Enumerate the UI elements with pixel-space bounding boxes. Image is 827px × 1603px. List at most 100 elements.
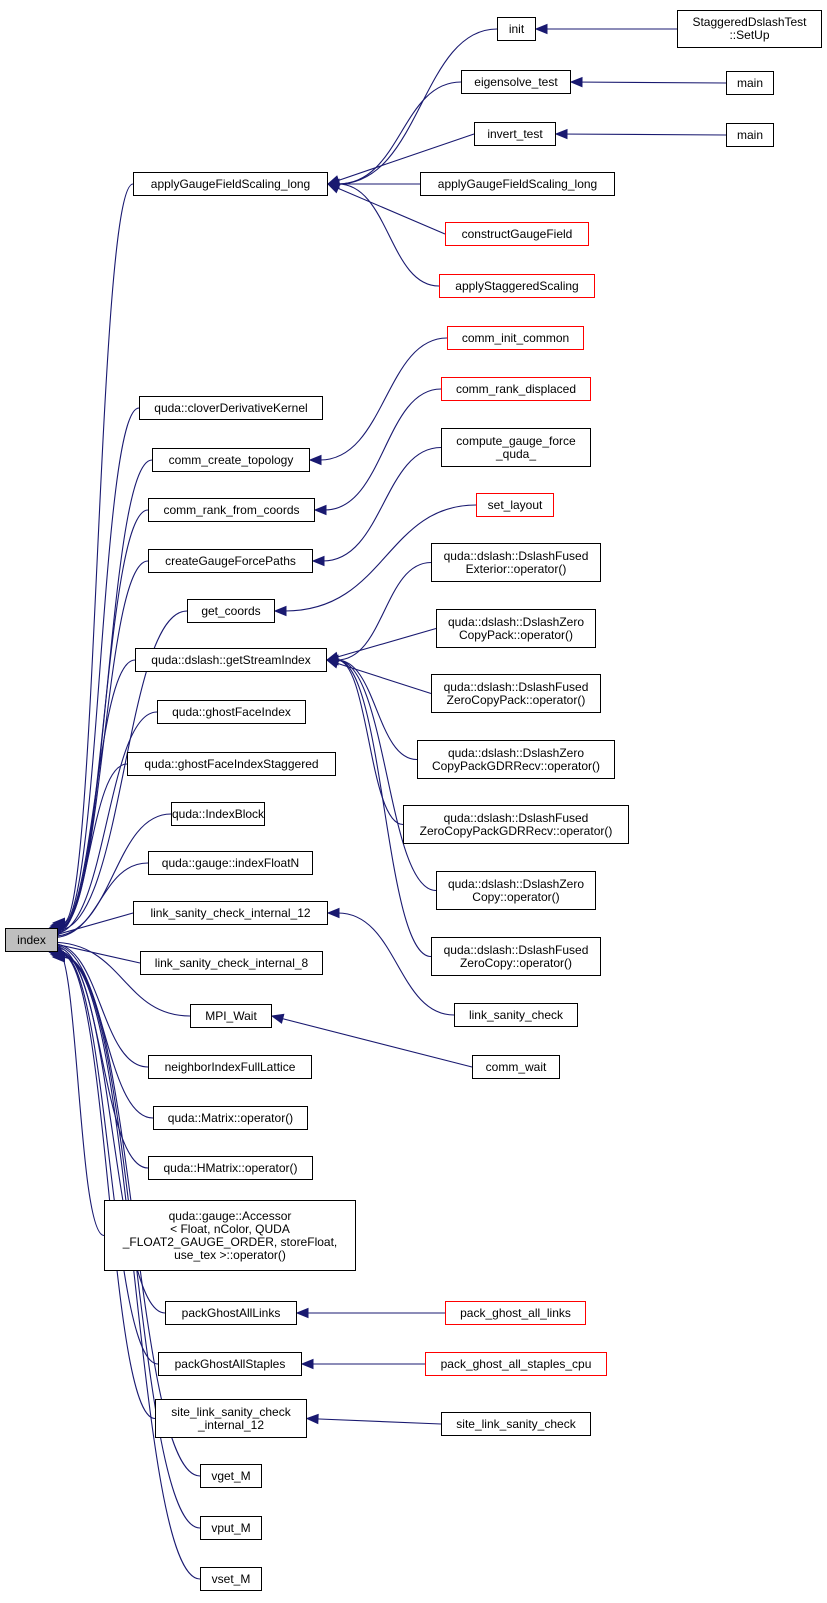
node-slsc[interactable]: site_link_sanity_check: [441, 1412, 591, 1436]
node-main2[interactable]: main: [726, 123, 774, 147]
edge-nifl-to-index: [52, 943, 149, 1068]
edge-pgal-to-index: [58, 950, 166, 1314]
node-pgal2[interactable]: pack_ghost_all_links: [445, 1301, 586, 1325]
edge-agfs-to-index: [63, 183, 134, 924]
edge-pgas-to-index: [59, 951, 159, 1365]
edge-eig-to-agfs: [337, 81, 462, 185]
node-gc[interactable]: get_coords: [187, 599, 275, 623]
edge-cdk-to-index: [62, 407, 140, 925]
edge-hmat-to-index: [55, 946, 149, 1169]
edge-gc-to-index: [57, 610, 188, 931]
node-sl[interactable]: set_layout: [476, 493, 554, 517]
edge-dzcpg-to-gsi: [336, 659, 418, 761]
node-gsi[interactable]: quda::dslash::getStreamIndex: [135, 648, 327, 672]
edge-mat-to-index: [54, 944, 154, 1119]
node-gfi[interactable]: quda::ghostFaceIndex: [157, 700, 306, 724]
edge-main1-to-eig: [570, 81, 727, 84]
node-cdk[interactable]: quda::cloverDerivativeKernel: [139, 396, 323, 420]
edge-mpiw-to-index: [51, 941, 191, 1017]
edge-sl-to-gc: [284, 504, 477, 612]
node-agfs[interactable]: applyGaugeFieldScaling_long: [133, 172, 328, 196]
node-dfzc[interactable]: quda::dslash::DslashFused ZeroCopy::oper…: [431, 937, 601, 976]
node-dfe[interactable]: quda::dslash::DslashFused Exterior::oper…: [431, 543, 601, 582]
arrowhead-sdt-to-init: [534, 23, 548, 35]
edge-cic-to-cct: [319, 337, 448, 461]
node-cgfp[interactable]: createGaugeForcePaths: [148, 549, 313, 573]
arrowhead-sl-to-gc: [273, 605, 287, 617]
edge-init-to-agfs: [337, 28, 498, 185]
arrowhead-main2-to-inv: [554, 128, 568, 140]
node-ass[interactable]: applyStaggeredScaling: [439, 274, 595, 298]
edge-gsi-to-index: [56, 659, 136, 933]
node-eig[interactable]: eigensolve_test: [461, 70, 571, 94]
arrowhead-crd-to-crfc: [313, 504, 327, 516]
edge-ib-to-index: [52, 813, 172, 937]
node-pgas[interactable]: packGhostAllStaples: [158, 1352, 302, 1376]
edge-dfe-to-gsi: [336, 561, 432, 661]
node-crd[interactable]: comm_rank_displaced: [441, 377, 591, 401]
arrowhead-pgal2-to-pgal: [295, 1307, 309, 1319]
node-hmat[interactable]: quda::HMatrix::operator(): [148, 1156, 313, 1180]
edge-dzc-to-gsi: [336, 659, 437, 892]
edge-inv-to-agfs: [327, 133, 475, 185]
node-mat[interactable]: quda::Matrix::operator(): [153, 1106, 308, 1130]
node-dzc[interactable]: quda::dslash::DslashZero Copy::operator(…: [436, 871, 596, 910]
edge-acc-to-index: [56, 948, 105, 1237]
arrowhead-cgforce-to-cgfp: [311, 555, 325, 567]
node-ib[interactable]: quda::IndexBlock: [171, 802, 265, 826]
arrowhead-main1-to-eig: [569, 76, 583, 88]
edge-slsc-to-slsci: [306, 1417, 442, 1425]
node-lsci8[interactable]: link_sanity_check_internal_8: [140, 951, 323, 975]
node-sdt[interactable]: StaggeredDslashTest ::SetUp: [677, 10, 822, 48]
edge-main2-to-inv: [555, 133, 727, 136]
node-slsci[interactable]: site_link_sanity_check _internal_12: [155, 1399, 307, 1438]
edge-dfzcpg-to-gsi: [336, 659, 404, 826]
node-lsc[interactable]: link_sanity_check: [454, 1003, 578, 1027]
node-cic[interactable]: comm_init_common: [447, 326, 584, 350]
edge-crd-to-crfc: [324, 388, 442, 511]
node-vput[interactable]: vput_M: [200, 1516, 262, 1540]
edge-gfi-to-index: [55, 711, 158, 934]
edge-dfzc-to-gsi: [336, 659, 432, 958]
arrowhead-cw-to-mpiw: [270, 1013, 285, 1024]
node-ifn[interactable]: quda::gauge::indexFloatN: [148, 851, 313, 875]
node-index: index: [5, 928, 58, 952]
node-dzcpg[interactable]: quda::dslash::DslashZero CopyPackGDRRecv…: [417, 740, 615, 779]
edge-cgf-to-agfs: [327, 183, 446, 235]
node-vset[interactable]: vset_M: [200, 1567, 262, 1591]
edge-lsc-to-lsci12: [337, 912, 455, 1016]
edge-ifn-to-index: [51, 862, 149, 939]
edge-dfzcp-to-gsi: [326, 659, 432, 695]
arrowhead-lsc-to-lsci12: [326, 907, 340, 919]
node-vget[interactable]: vget_M: [200, 1464, 262, 1488]
edge-slsci-to-index: [60, 953, 156, 1420]
arrowhead-slsc-to-slsci: [305, 1413, 319, 1425]
edge-gfis-to-index: [54, 763, 128, 936]
node-cgforce[interactable]: compute_gauge_force _quda_: [441, 428, 591, 467]
edge-cw-to-mpiw: [271, 1015, 473, 1068]
node-init[interactable]: init: [497, 17, 536, 41]
node-gfis[interactable]: quda::ghostFaceIndexStaggered: [127, 752, 336, 776]
node-dfzcpg[interactable]: quda::dslash::DslashFused ZeroCopyPackGD…: [403, 805, 629, 844]
node-crfc[interactable]: comm_rank_from_coords: [148, 498, 315, 522]
edge-cgforce-to-cgfp: [322, 446, 442, 562]
node-main1[interactable]: main: [726, 71, 774, 95]
node-cw[interactable]: comm_wait: [472, 1055, 560, 1079]
node-cgf[interactable]: constructGaugeField: [445, 222, 589, 246]
node-pgal[interactable]: packGhostAllLinks: [165, 1301, 297, 1325]
node-cct[interactable]: comm_create_topology: [152, 448, 310, 472]
node-acc[interactable]: quda::gauge::Accessor < Float, nColor, Q…: [104, 1200, 356, 1271]
node-pgasc[interactable]: pack_ghost_all_staples_cpu: [425, 1352, 607, 1376]
edge-ass-to-agfs: [337, 183, 440, 287]
edge-dzcp-to-gsi: [326, 627, 437, 661]
node-dfzcp[interactable]: quda::dslash::DslashFused ZeroCopyPack::…: [431, 674, 601, 713]
arrowhead-cic-to-cct: [308, 454, 322, 466]
node-mpiw[interactable]: MPI_Wait: [190, 1004, 272, 1028]
node-agfs2[interactable]: applyGaugeFieldScaling_long: [420, 172, 615, 196]
node-dzcp[interactable]: quda::dslash::DslashZero CopyPack::opera…: [436, 609, 596, 648]
node-lsci12[interactable]: link_sanity_check_internal_12: [133, 901, 328, 925]
node-nifl[interactable]: neighborIndexFullLattice: [148, 1055, 312, 1079]
arrowhead-pgasc-to-pgas: [300, 1358, 314, 1370]
node-inv[interactable]: invert_test: [474, 122, 556, 146]
